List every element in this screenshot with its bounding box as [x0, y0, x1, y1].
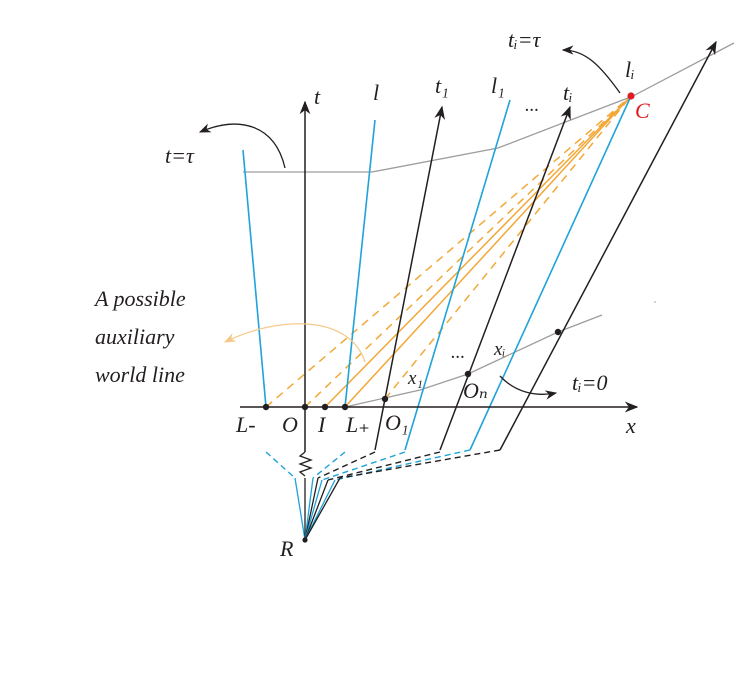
blue-world-lines	[242, 95, 632, 451]
blue-world-line-li	[469, 95, 632, 451]
spring-zigzag	[298, 451, 313, 477]
point-on	[464, 370, 472, 378]
o-label: O	[282, 412, 298, 437]
dots-mid-label: ...	[451, 342, 465, 363]
points	[262, 328, 562, 543]
ti-label: tᵢ	[563, 80, 573, 105]
ti-zero-curved-arrow	[499, 375, 558, 400]
t-tau-curved-arrow	[198, 123, 286, 169]
point-far	[554, 328, 562, 336]
dots-top-label: ...	[525, 95, 539, 116]
black-dashed-far	[339, 449, 501, 479]
point-o1	[381, 395, 389, 403]
point-l-plus	[341, 403, 349, 411]
black-world-line-far	[499, 40, 717, 451]
t1-label: t₁	[435, 73, 449, 98]
blue-dashed-l	[312, 451, 346, 479]
black-dashed-t1	[317, 451, 376, 479]
on-label: Oₙ	[463, 378, 488, 403]
o1-label: O₁	[385, 410, 409, 435]
orange-dashed-line-from-o1	[384, 95, 632, 400]
xi-label: xᵢ	[493, 339, 505, 360]
auxiliary-world-line-arrow	[223, 323, 366, 363]
l-label: l	[373, 80, 379, 105]
orange-dashed-world-lines	[265, 95, 632, 408]
caption-line-1: A possible	[93, 286, 186, 311]
orange-dashed-line-from-o	[304, 95, 632, 408]
caption-line-3: world line	[95, 362, 185, 387]
point-o	[301, 403, 309, 411]
caption-line-2: auxiliary	[95, 324, 175, 349]
l1-label: l₁	[491, 73, 505, 98]
orange-world-lines	[324, 95, 632, 408]
t-axis-label: t	[314, 84, 321, 109]
t-tau-surface-line	[243, 42, 735, 173]
l-minus-label: L-	[235, 412, 256, 437]
stray-dot	[654, 301, 656, 303]
li-label: lᵢ	[625, 57, 635, 82]
t-tau-label: t=τ	[165, 143, 195, 168]
blue-world-line-l-minus	[242, 149, 267, 408]
ti-tau-curved-arrow	[561, 45, 621, 94]
black-world-line-t1	[374, 105, 445, 451]
orange-world-line-from-i	[324, 95, 632, 408]
point-l-minus	[262, 403, 270, 411]
l-plus-label: L₊	[345, 412, 370, 437]
blue-dashed-l-minus	[265, 451, 296, 479]
fan-to-r	[294, 477, 341, 541]
x-axis-label: x	[625, 413, 636, 438]
blue-dashed-li	[334, 449, 471, 481]
orange-world-line-from-l-plus	[344, 95, 632, 408]
c-point-label: C	[635, 98, 650, 123]
point-r	[302, 537, 308, 543]
ti-zero-label: tᵢ=0	[572, 370, 607, 395]
blue-world-line-l1	[404, 99, 511, 451]
point-c	[627, 92, 635, 100]
blue-dashed-l1	[321, 451, 406, 481]
black-world-line-ti	[439, 105, 571, 451]
dashed-connectors	[265, 449, 501, 481]
r-label: R	[279, 536, 294, 561]
i-label: I	[317, 412, 327, 437]
orange-dashed-line-from-l-minus	[265, 95, 632, 408]
blue-world-line-l	[344, 119, 376, 408]
x1-label: x₁	[407, 368, 423, 389]
black-world-lines	[374, 40, 717, 451]
ti-tau-label: tᵢ=τ	[508, 27, 541, 52]
point-i	[321, 403, 329, 411]
